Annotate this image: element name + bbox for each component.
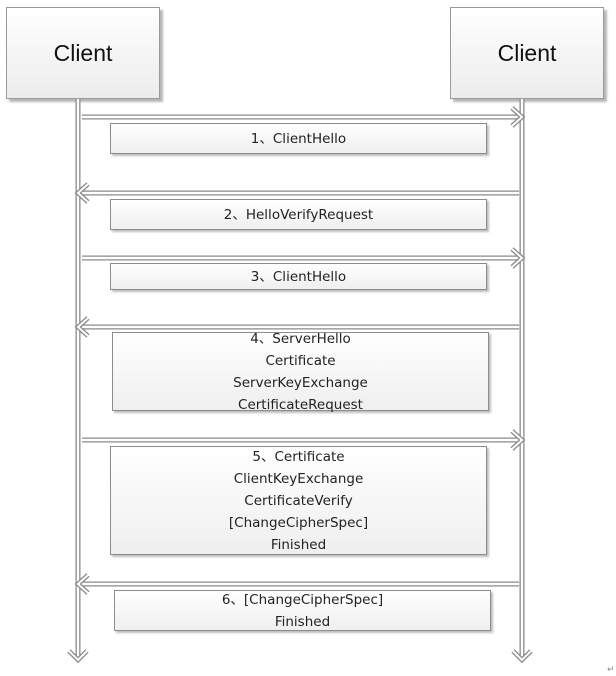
message-5-line: ClientKeyExchange <box>233 470 364 487</box>
message-4-line: ServerKeyExchange <box>233 374 368 391</box>
message-5-line: CertificateVerify <box>244 492 353 509</box>
message-5-line: [ChangeCipherSpec] <box>228 514 369 531</box>
message-arrowhead-3-inner <box>511 248 524 268</box>
client-right-label: Client <box>497 39 557 66</box>
client-left-actor: Client <box>6 7 160 99</box>
message-1-line: 1、ClientHello <box>250 130 347 147</box>
message-4-line: 4、ServerHello <box>250 330 351 347</box>
message-box-3: 3、ClientHello <box>110 263 487 290</box>
right-lifeline-arrowhead-inner <box>512 650 532 662</box>
client-right-actor: Client <box>450 7 604 99</box>
message-4-line: Certificate <box>265 352 336 369</box>
message-arrowhead-4-inner <box>76 317 89 337</box>
corner-mark: ↵ <box>607 665 615 675</box>
left-lifeline-arrowhead-inner <box>68 650 88 662</box>
message-arrowhead-6-inner <box>76 574 89 594</box>
message-6-line: 6、[ChangeCipherSpec] <box>221 591 384 608</box>
message-2-line: 2、HelloVerifyRequest <box>223 206 374 223</box>
message-arrowhead-1-inner <box>511 107 524 127</box>
client-left-label: Client <box>53 39 113 66</box>
message-arrowhead-2-inner <box>76 183 89 203</box>
message-5-line: Finished <box>270 536 327 553</box>
message-box-2: 2、HelloVerifyRequest <box>110 199 487 230</box>
message-3-line: 3、ClientHello <box>250 268 347 285</box>
message-arrowhead-5-inner <box>511 430 524 450</box>
message-5-line: 5、Certificate <box>252 448 345 465</box>
message-box-6: 6、[ChangeCipherSpec] Finished <box>114 590 491 631</box>
message-4-line: CertificateRequest <box>238 396 363 413</box>
message-box-1: 1、ClientHello <box>110 123 487 154</box>
message-6-line: Finished <box>274 613 331 630</box>
